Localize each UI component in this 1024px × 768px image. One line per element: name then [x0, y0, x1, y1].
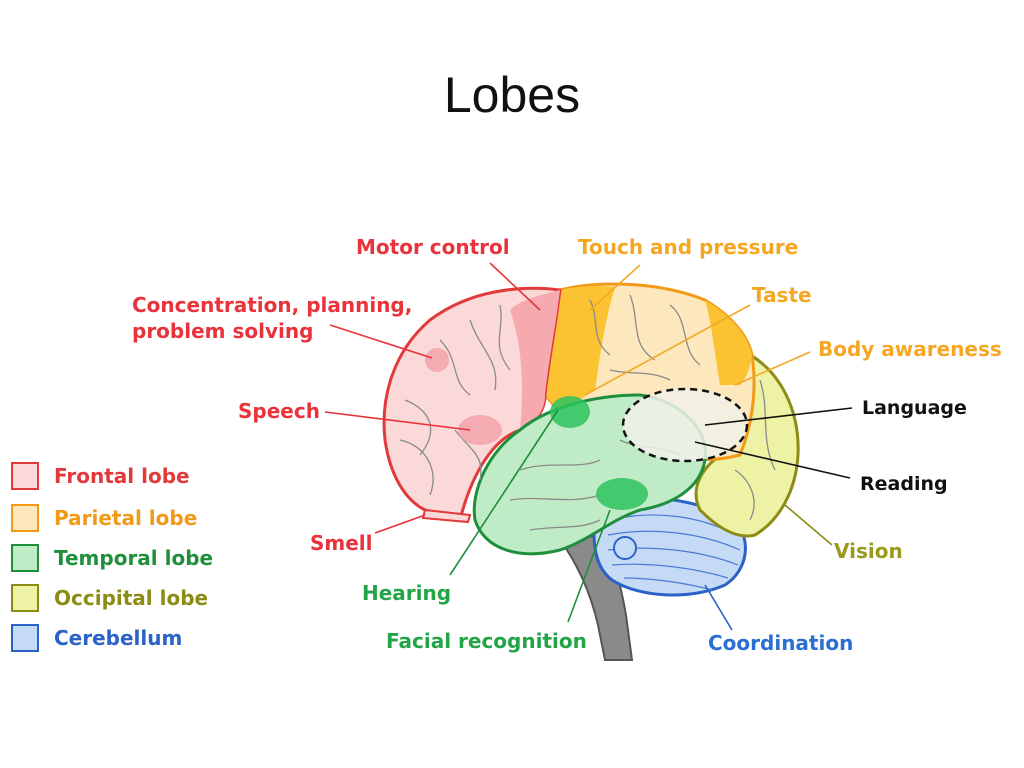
pointer-hearing	[449, 409, 559, 576]
legend-label-frontal: Frontal lobe	[54, 464, 190, 488]
legend-label-temporal: Temporal lobe	[54, 546, 214, 570]
pointer-concentration	[329, 324, 433, 359]
pointer-language	[704, 407, 853, 426]
legend-item-cerebellum: Cerebellum	[11, 624, 231, 656]
legend-swatch-parietal	[11, 504, 39, 532]
legend-item-temporal: Temporal lobe	[11, 544, 231, 576]
pointer-motor-control	[489, 262, 541, 311]
label-smell: Smell	[310, 531, 373, 555]
legend-label-occipital: Occipital lobe	[54, 586, 209, 610]
speech-spot	[458, 415, 502, 445]
pointer-body-awareness	[734, 351, 811, 386]
parietal-postcentral	[545, 286, 615, 412]
label-speech: Speech	[238, 399, 320, 423]
legend-label-parietal: Parietal lobe	[54, 506, 198, 530]
cerebellum-knot	[613, 536, 637, 560]
label-motor-control: Motor control	[356, 235, 510, 259]
label-hearing: Hearing	[362, 581, 451, 605]
legend-item-occipital: Occipital lobe	[11, 584, 231, 616]
parietal-body-strip	[705, 300, 752, 385]
label-coordination: Coordination	[708, 631, 853, 655]
label-vision: Vision	[834, 539, 903, 563]
pointer-reading	[694, 441, 851, 479]
label-touch-pressure: Touch and pressure	[578, 235, 798, 259]
slide-title: Lobes	[443, 67, 581, 123]
legend-swatch-occipital	[11, 584, 39, 612]
label-facial-recognition: Facial recognition	[386, 629, 587, 653]
pointer-lines	[324, 262, 853, 631]
label-concentration-line1: Concentration, planning,	[132, 293, 412, 317]
pointer-taste	[584, 304, 751, 396]
label-concentration-line2: problem solving	[132, 319, 313, 343]
pointer-speech	[324, 411, 471, 431]
cerebellum-region	[592, 496, 747, 597]
concentration-spot	[425, 348, 449, 372]
label-taste: Taste	[752, 283, 812, 307]
legend-swatch-frontal	[11, 462, 39, 490]
pointer-touch	[589, 264, 641, 311]
pointer-facial	[567, 509, 611, 623]
pointer-vision	[784, 504, 833, 546]
legend-item-frontal: Frontal lobe	[11, 462, 231, 494]
pointer-smell	[374, 514, 426, 534]
legend-swatch-temporal	[11, 544, 39, 572]
pointer-coordination	[704, 584, 733, 631]
legend-item-parietal: Parietal lobe	[11, 504, 231, 536]
frontal-motor-strip	[510, 290, 560, 430]
language-reading-area	[621, 387, 749, 463]
label-body-awareness: Body awareness	[818, 337, 1002, 361]
facial-recognition-spot	[596, 478, 648, 510]
legend-label-cerebellum: Cerebellum	[54, 626, 183, 650]
taste-spot	[550, 396, 590, 428]
legend-swatch-cerebellum	[11, 624, 39, 652]
label-language: Language	[862, 397, 967, 419]
label-reading: Reading	[860, 473, 948, 495]
